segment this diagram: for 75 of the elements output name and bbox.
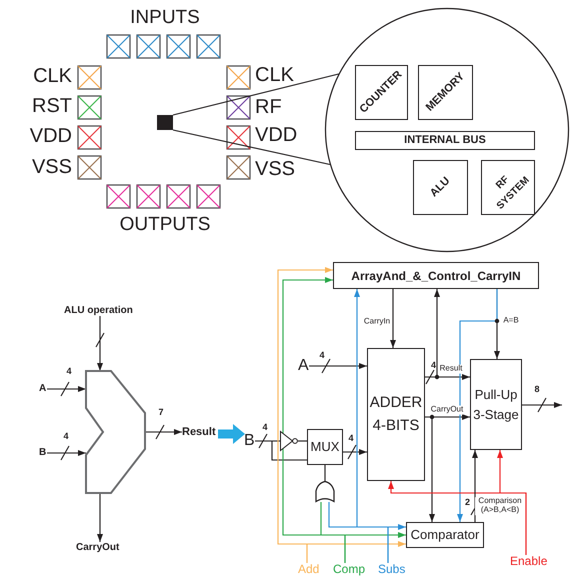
bus-bar bbox=[355, 131, 535, 150]
connector-line bbox=[255, 440, 307, 461]
pin-label: RST bbox=[32, 96, 72, 116]
box-label: MUX bbox=[310, 438, 340, 456]
block-box bbox=[413, 160, 468, 215]
pin-label: CLK bbox=[255, 65, 294, 85]
arrow bbox=[144, 424, 183, 440]
arrow bbox=[95, 315, 105, 372]
arrow bbox=[387, 524, 406, 563]
pin-label: RF bbox=[255, 97, 282, 117]
signal-label: Result bbox=[182, 426, 216, 438]
arrow bbox=[470, 449, 480, 523]
edge-label: CarryIn bbox=[362, 318, 392, 326]
alu-symbol bbox=[86, 371, 145, 493]
arrow bbox=[457, 289, 498, 522]
edge-label: 4 bbox=[66, 367, 72, 377]
signal-label: Enable bbox=[510, 555, 548, 568]
arrow bbox=[46, 445, 87, 461]
arrow bbox=[306, 541, 406, 563]
zoom-circle bbox=[325, 8, 569, 252]
signal-label: B bbox=[244, 432, 255, 450]
connector-line bbox=[324, 465, 326, 481]
box-label: INTERNAL BUS bbox=[404, 133, 486, 148]
box-label: ADDER 4-BITS bbox=[369, 393, 423, 436]
pin-label: VSS bbox=[32, 157, 72, 177]
edge-label: 7 bbox=[158, 408, 164, 418]
comparator-box bbox=[406, 522, 484, 548]
edge-label: 8 bbox=[534, 385, 540, 395]
edge-label: CarryOut bbox=[430, 406, 464, 414]
signal-label: A bbox=[39, 383, 46, 394]
arrow bbox=[424, 369, 471, 385]
signal-label: CarryOut bbox=[76, 542, 120, 553]
pin-label: VDD bbox=[30, 126, 72, 146]
pin-label: OUTPUTS bbox=[120, 215, 210, 234]
pull-up-box bbox=[470, 359, 522, 450]
inverter-symbol bbox=[280, 431, 298, 451]
block-arrow bbox=[218, 424, 245, 444]
bus-width-label: 4 bbox=[431, 361, 436, 370]
edge-label: A=B bbox=[502, 316, 520, 326]
block-box bbox=[481, 160, 535, 215]
connector-line bbox=[172, 129, 330, 166]
box-label: Pull-Up 3-Stage bbox=[472, 386, 520, 424]
signal-label: Comp bbox=[333, 563, 366, 576]
connector-line bbox=[172, 73, 339, 116]
signal-label: Subs bbox=[378, 563, 406, 576]
arrow bbox=[308, 358, 368, 374]
signal-label: A bbox=[298, 357, 309, 375]
arrow bbox=[344, 532, 406, 563]
edge-label: 4 bbox=[318, 351, 326, 361]
signal-label: Add bbox=[298, 563, 320, 576]
connector-line bbox=[298, 440, 307, 442]
arrow bbox=[390, 289, 396, 348]
pin-label: CLK bbox=[33, 66, 72, 86]
box-label: ArrayAnd_&_Control_CarryIN bbox=[351, 268, 521, 284]
mux-box bbox=[307, 429, 343, 465]
signal-label: B bbox=[39, 447, 46, 458]
edge-label: 4 bbox=[262, 423, 268, 433]
arrow bbox=[97, 493, 103, 542]
edge-label: 4 bbox=[348, 434, 354, 444]
arrow bbox=[497, 450, 527, 555]
bus-width-label: 2 bbox=[465, 498, 470, 507]
arrow bbox=[521, 397, 563, 413]
control-box bbox=[333, 262, 539, 289]
chip-die bbox=[157, 115, 173, 130]
edge-label: 4 bbox=[62, 432, 70, 442]
box-label: Comparator bbox=[410, 526, 480, 544]
arrow bbox=[46, 381, 87, 397]
adder-box bbox=[367, 348, 425, 481]
arrow bbox=[342, 444, 368, 460]
or-gate-symbol bbox=[315, 481, 335, 502]
pin-label: VSS bbox=[255, 159, 296, 179]
pin-label: VDD bbox=[255, 125, 298, 145]
signal-label: ALU operation bbox=[64, 305, 133, 316]
edge-label: Result bbox=[438, 364, 464, 374]
pin-label: INPUTS bbox=[130, 8, 200, 27]
